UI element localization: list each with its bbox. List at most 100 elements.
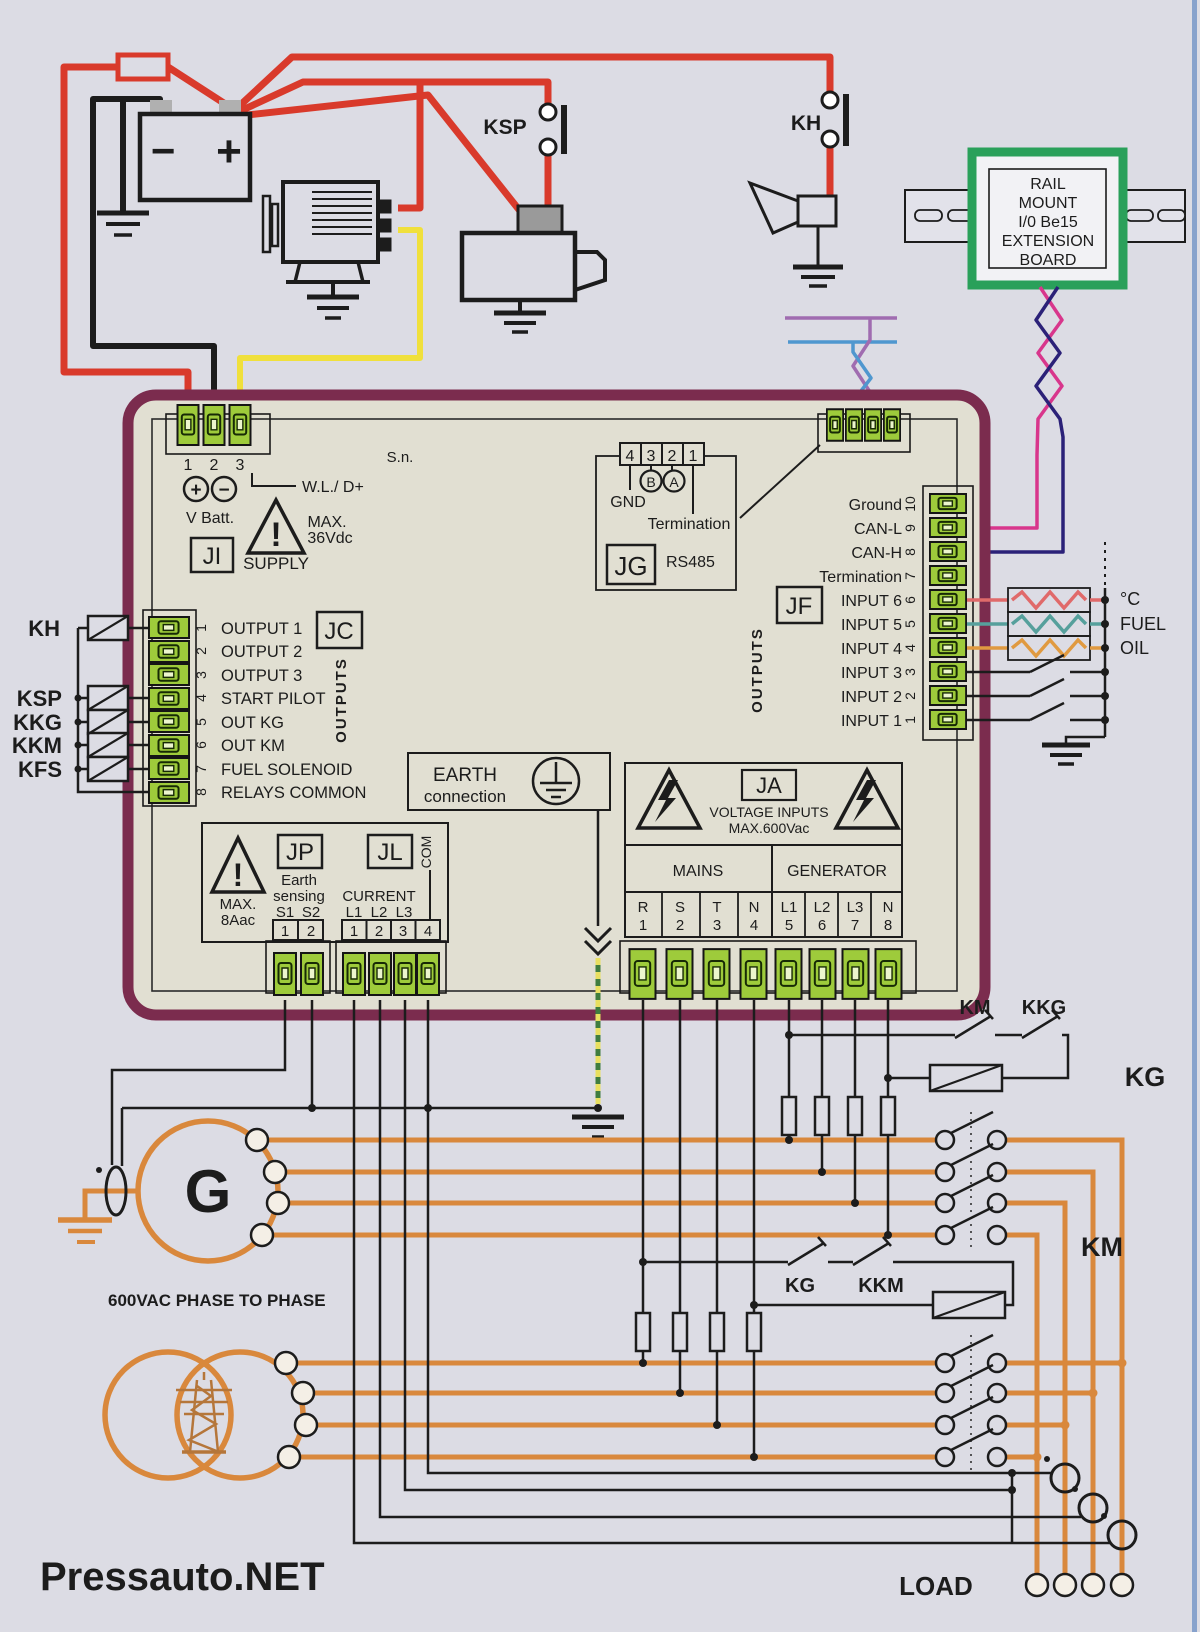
extension-line: EXTENSION <box>1002 233 1094 250</box>
s2-label: S2 <box>302 904 320 921</box>
kg-coil-label: KG <box>1125 1062 1166 1092</box>
kg-coil-circuit: KM KKG KG <box>789 997 1166 1093</box>
relay-kh-label: KH <box>28 616 60 641</box>
controller-board: S.n. 1 2 3 + − V Batt. JI W.L./ D+ ! MAX… <box>122 389 991 1021</box>
generator-g: G <box>185 1158 232 1225</box>
output-label: OUT KM <box>221 737 285 755</box>
output-label: OUTPUT 3 <box>221 667 302 685</box>
output-label: OUTPUT 2 <box>221 643 302 661</box>
output-num: 7 <box>193 765 209 773</box>
input-num: 3 <box>902 668 918 676</box>
starter-motor <box>459 204 607 334</box>
jl-pin: 3 <box>399 923 407 940</box>
jp-jl-block: ! MAX. 8Aac JP Earth sensing S1 S2 1 2 J… <box>201 822 449 997</box>
earth-label: connection <box>424 787 506 806</box>
battery-positive-wires <box>60 53 834 406</box>
phase-label: L1 <box>781 899 798 916</box>
relay-kfs-label: KFS <box>18 757 62 782</box>
jl-tag: JL <box>377 839 402 866</box>
jg-pin: 3 <box>647 448 656 465</box>
phase-num: 3 <box>713 917 721 934</box>
output-num: 1 <box>193 624 209 632</box>
site-watermark: Pressauto.NET <box>40 1555 325 1599</box>
com-label: COM <box>418 836 434 869</box>
input-label: Termination <box>819 569 902 586</box>
output-num: 3 <box>193 671 209 679</box>
input-label: Ground <box>849 497 902 514</box>
kkm-aux-label: KKM <box>858 1275 904 1297</box>
ct-phase-label: L3 <box>396 904 413 921</box>
jl-pin: 2 <box>375 923 383 940</box>
kg-aux-label: KG <box>785 1275 815 1297</box>
plus-icon: + <box>190 480 201 501</box>
km-aux-label: KM <box>959 997 990 1019</box>
jp-pin: 1 <box>281 923 289 940</box>
output-num: 6 <box>193 741 209 749</box>
phase-num: 7 <box>851 917 859 934</box>
jp-tag: JP <box>286 839 314 866</box>
battery-minus: − <box>151 127 176 174</box>
fuse-icon <box>115 52 171 82</box>
jc-outputs-block: 1 2 3 4 5 6 7 8 OUTPUT 1 OUTPUT 2 OUTPUT… <box>142 609 366 807</box>
earth-run <box>122 810 624 1139</box>
output-label: FUEL SOLENOID <box>221 761 353 779</box>
pin-label: 2 <box>210 457 219 474</box>
earth-label: EARTH <box>433 765 497 786</box>
input-num: 8 <box>902 548 918 556</box>
mains-header: MAINS <box>673 863 724 880</box>
outputs-watermark: OUTPUTS <box>333 657 350 743</box>
jl-pin: 1 <box>350 923 358 940</box>
output-num: 4 <box>193 694 209 702</box>
phase-label: S <box>675 899 685 916</box>
wl-label: W.L./ D+ <box>302 479 364 496</box>
max-label: MAX. <box>307 514 346 531</box>
charge-light-wire <box>237 227 423 406</box>
kg-contactor <box>934 1110 1008 1250</box>
output-num: 2 <box>193 647 209 655</box>
jf-inputs-block: Ground CAN-L CAN-H Termination INPUT 6 I… <box>749 485 974 741</box>
extension-line: BOARD <box>1020 252 1077 269</box>
earth-sensing-label: sensing <box>273 888 325 905</box>
kkg-aux-label: KKG <box>1022 997 1066 1019</box>
phase-num: 6 <box>818 917 826 934</box>
output-num: 5 <box>193 718 209 726</box>
output-label: OUTPUT 1 <box>221 620 302 638</box>
input-label: INPUT 3 <box>841 665 902 682</box>
power-section: G <box>58 810 1165 1601</box>
s1-label: S1 <box>276 904 294 921</box>
input-num: 7 <box>902 572 918 580</box>
input-num: 9 <box>902 524 918 532</box>
input-label: CAN-L <box>854 521 902 538</box>
input-label: CAN-H <box>851 545 902 562</box>
kh-switch: KH <box>791 90 849 149</box>
phase-label: L2 <box>814 899 831 916</box>
extension-line: MOUNT <box>1019 195 1078 212</box>
input-label: INPUT 5 <box>841 617 902 634</box>
ksp-label: KSP <box>483 116 526 139</box>
warning-icon: ! <box>233 857 244 893</box>
jl-pin: 4 <box>424 923 432 940</box>
serial-label: S.n. <box>387 449 414 466</box>
km-contactor <box>934 1333 1008 1472</box>
bus-pair <box>785 316 897 414</box>
input-num: 4 <box>902 644 918 652</box>
inputs-watermark: OUTPUTS <box>749 627 766 713</box>
jg-tag: JG <box>614 551 647 581</box>
jf-tag: JF <box>786 593 813 620</box>
input-num: 5 <box>902 620 918 628</box>
ct-wiring <box>110 1000 1110 1545</box>
phase-num: 4 <box>750 917 758 934</box>
load-cts <box>1044 1456 1138 1551</box>
ksp-switch: KSP <box>483 102 567 157</box>
output-label: START PILOT <box>221 690 326 708</box>
input-sensors-circuit: °C FUEL OIL <box>967 542 1166 766</box>
oil-sensor-label: OIL <box>1120 638 1149 658</box>
jp-pin: 2 <box>307 923 315 940</box>
earth-connection-block: EARTH connection <box>407 752 611 811</box>
jg-pin: 4 <box>626 448 635 465</box>
can-terminal-block <box>817 408 911 453</box>
voltage-warning: MAX.600Vac <box>729 820 810 836</box>
minus-icon: − <box>218 480 229 501</box>
max-label: 8Aac <box>221 912 256 929</box>
